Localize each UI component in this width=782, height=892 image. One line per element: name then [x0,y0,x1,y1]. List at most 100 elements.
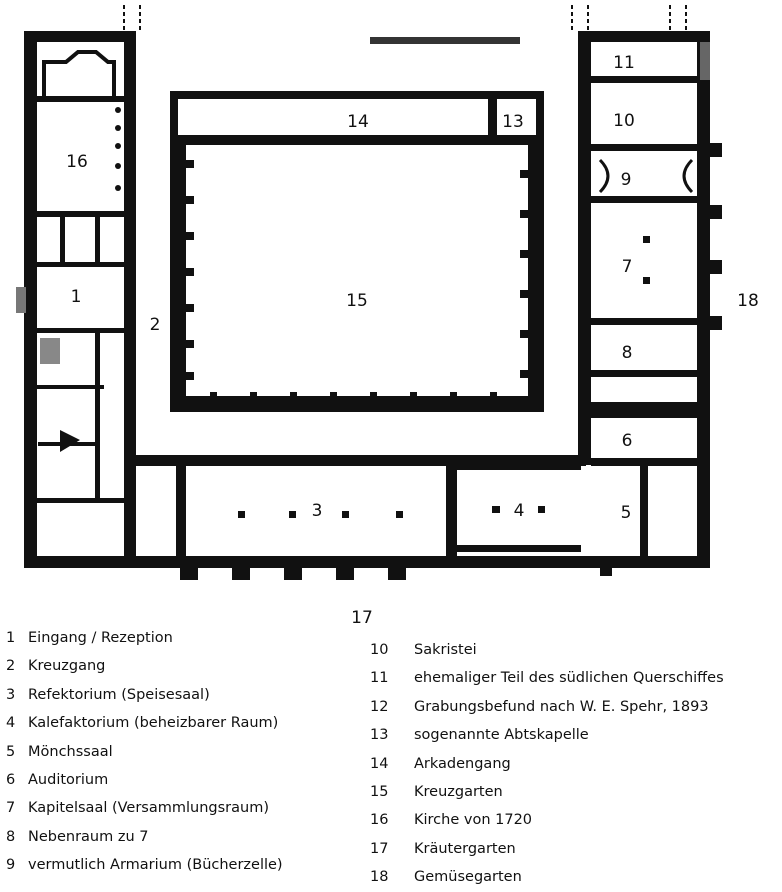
east-wing-hatch [700,42,710,80]
legend-label: Refektorium (Speisesaal) [28,686,210,703]
armarium-arch-right [682,158,694,194]
east-wall-11 [591,76,697,83]
room-label-18: 18 [737,291,759,311]
legend-key: 10 [370,642,389,658]
west-partition-3 [95,333,100,498]
legend-label: Kreuzgarten [414,783,503,800]
legend-key: 6 [6,771,16,788]
legend-key: 16 [370,812,389,829]
legend-key: 4 [6,715,16,732]
legend-key: 2 [6,658,16,675]
legend-key: 15 [370,783,389,800]
room-label-2: 2 [150,315,161,335]
refectory-west-wall [176,462,186,562]
legend-item: 7 Kapitelsaal (Versammlungsraum) [6,794,283,822]
calefactory-north-wall [457,462,581,470]
arcade-inner-east [528,135,536,402]
east-wing-west-wall [578,31,591,465]
legend-label: Auditorium [28,771,109,788]
legend-key: 8 [6,828,16,845]
abbot-chapel-wall [488,99,497,135]
arcade-outer-east [536,91,544,412]
outer-wall-south [24,556,710,568]
refectory-pillar-3 [342,511,349,518]
legend-item: 2 Kreuzgang [6,652,283,680]
room-label-8: 8 [622,343,633,363]
arcade-outer-west [170,91,178,412]
legend-label: Kapitelsaal (Versammlungsraum) [28,800,269,817]
church-south-wall [24,211,136,217]
legend-item: 3 Refektorium (Speisesaal) [6,681,283,709]
room-label-15: 15 [346,291,368,311]
church-east-wall [124,31,136,568]
refectory-pillar-1 [238,511,245,518]
legend-label: Eingang / Rezeption [28,630,173,646]
outer-wall-north-left [24,31,136,42]
legend-key: 17 [370,840,389,857]
church-columns [115,107,121,191]
east-wall-stair [591,402,697,418]
room-label-14: 14 [347,112,369,132]
legend-key: 3 [6,686,16,703]
outer-wall-north-right [585,31,710,42]
excavation-markers [123,5,687,31]
room-label-10: 10 [613,111,635,131]
legend-label: Kirche von 1720 [414,812,533,829]
legend-item: 6 Auditorium [6,766,283,794]
room-label-9: 9 [621,170,632,190]
outer-wall-north-fragment [370,37,520,44]
south-buttress-3 [284,566,302,580]
room-label-13: 13 [502,112,524,132]
south-buttress-5 [388,566,406,580]
legend-label: Mönchssaal [28,743,113,760]
west-wall-b [24,328,136,333]
outer-wall-east [697,31,710,568]
monks-hall-divider [640,466,648,558]
calefactory-pillar-1 [492,506,500,513]
west-wall-d [24,498,136,503]
legend-item: 15 Kreuzgarten [370,778,724,806]
legend-item: 8 Nebenraum zu 7 [6,823,283,851]
calefactory-south-wall [457,545,581,552]
arcade-outer-north [170,91,544,99]
legend-key: 14 [370,755,389,772]
refectory-east-wall [446,462,457,562]
chapter-pillar-2 [643,277,650,284]
south-buttress-2 [232,566,250,580]
monastery-floor-plan: 1 2 3 4 5 6 7 8 9 10 11 13 14 15 16 17 1… [16,5,759,628]
room-label-5: 5 [621,503,632,523]
arcade-piers [184,160,530,402]
church-apse [42,50,116,96]
legend-label: Nebenraum zu 7 [28,828,149,845]
east-wall-7 [591,318,697,325]
church-cross-wall [24,96,136,102]
chapter-pillar-1 [643,236,650,243]
room-label-17: 17 [351,608,373,628]
west-corridor-junction [60,430,80,452]
legend-key: 1 [6,630,16,646]
east-buttress-4 [708,316,722,330]
west-partition-1 [60,215,65,265]
legend-key: 7 [6,800,16,817]
legend-label: sogenannte Abtskapelle [414,727,589,744]
room-label-3: 3 [312,501,323,521]
stair-hatch [40,338,60,364]
room-label-6: 6 [622,431,633,451]
room-label-11: 11 [613,53,635,73]
east-wall-10 [591,144,697,151]
calefactory-pillar-2 [538,506,545,513]
legend-label: Kreuzgang [28,658,106,675]
east-wall-6 [591,458,697,466]
arcade-inner-south [178,396,536,404]
